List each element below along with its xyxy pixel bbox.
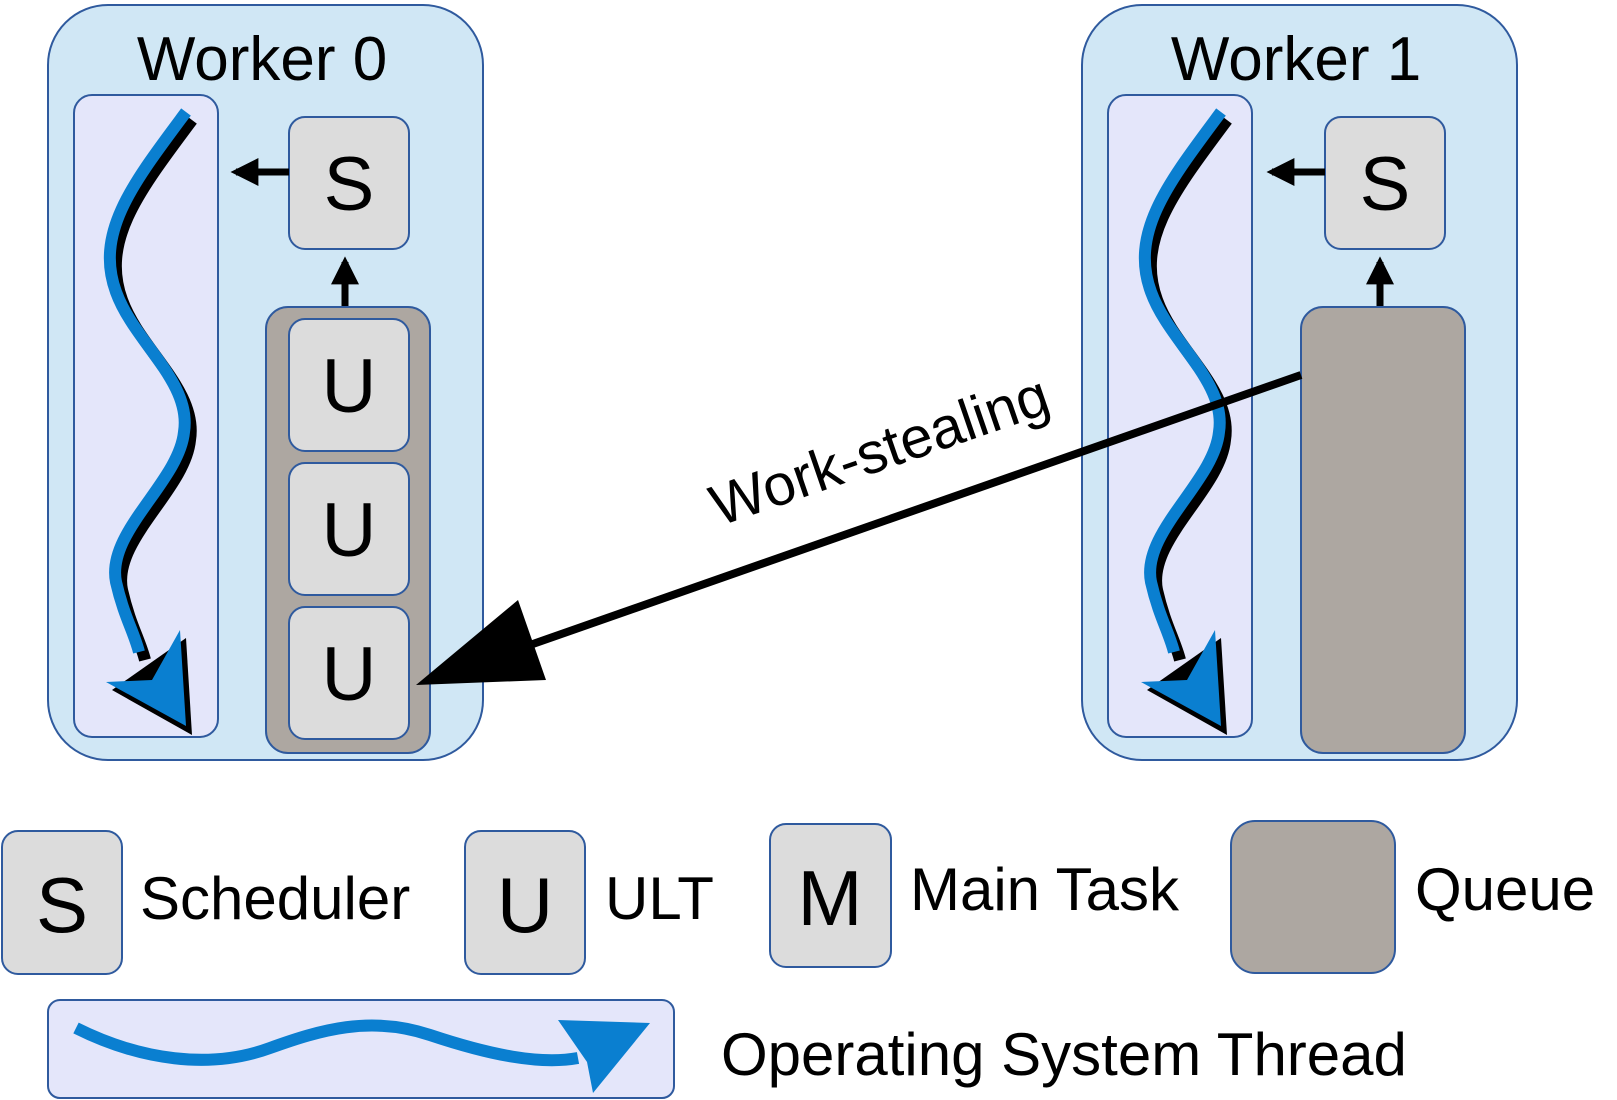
legend-queue-text: Queue bbox=[1415, 856, 1595, 923]
worker-1-title: Worker 1 bbox=[1171, 25, 1421, 94]
worker-1-thread-icon bbox=[1138, 108, 1232, 735]
worker-0-scheduler-box bbox=[288, 116, 410, 250]
legend-os-thread-text: Operating System Thread bbox=[721, 1021, 1407, 1088]
worker-0-ult-label-1: U bbox=[322, 344, 377, 429]
worker-1-scheduler-box bbox=[1324, 116, 1446, 250]
worker-1-scheduler-label: S bbox=[1360, 142, 1411, 227]
legend-main-task-text: Main Task bbox=[910, 856, 1180, 923]
worker-0-ult-box-1 bbox=[288, 318, 410, 452]
legend-queue-box bbox=[1230, 820, 1396, 974]
worker-0-ult-label-3: U bbox=[322, 632, 377, 717]
legend-main-task-box bbox=[769, 823, 892, 968]
work-stealing-arrowhead bbox=[416, 600, 546, 685]
legend-scheduler-box bbox=[1, 830, 123, 975]
legend-main-task-glyph: M bbox=[798, 854, 863, 942]
legend: S Scheduler U ULT M Main Task Queue Oper… bbox=[1, 820, 1595, 1099]
legend-ult-glyph: U bbox=[497, 861, 553, 949]
legend-ult: U ULT bbox=[464, 830, 714, 975]
worker-0: Worker 0 S U U U bbox=[47, 4, 484, 761]
legend-os-thread-box bbox=[47, 999, 675, 1099]
legend-queue: Queue bbox=[1230, 820, 1595, 974]
worker-0-title: Worker 0 bbox=[137, 25, 387, 94]
worker-0-thread-icon bbox=[103, 108, 197, 735]
work-stealing-label: Work-stealing bbox=[702, 362, 1057, 539]
legend-thread-icon bbox=[73, 1019, 650, 1093]
legend-os-thread: Operating System Thread bbox=[47, 999, 1407, 1099]
legend-ult-text: ULT bbox=[605, 865, 714, 932]
worker-1-queue bbox=[1300, 306, 1466, 754]
legend-scheduler-glyph: S bbox=[36, 861, 88, 949]
worker-0-ult-box-2 bbox=[288, 462, 410, 596]
legend-scheduler-text: Scheduler bbox=[140, 865, 410, 932]
worker-0-ult-box-3 bbox=[288, 606, 410, 740]
legend-ult-box bbox=[464, 830, 586, 975]
worker-1: Worker 1 S bbox=[1081, 4, 1518, 761]
legend-main-task: M Main Task bbox=[769, 823, 1180, 968]
worker-0-ult-label-2: U bbox=[322, 488, 377, 573]
worker-0-scheduler-label: S bbox=[324, 142, 375, 227]
legend-scheduler: S Scheduler bbox=[1, 830, 410, 975]
